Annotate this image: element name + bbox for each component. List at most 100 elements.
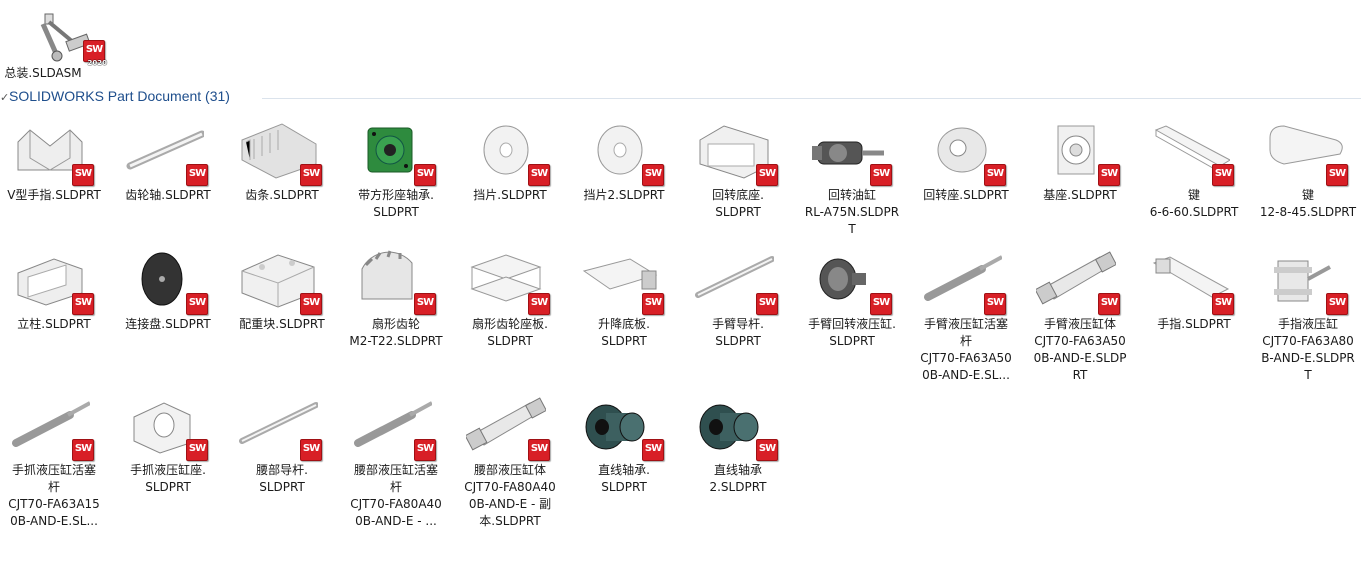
file-thumbnail: SW: [460, 245, 560, 315]
file-name: 直线轴承. SLDPRT: [598, 463, 650, 494]
solidworks-badge-icon: SW: [870, 164, 892, 186]
solidworks-badge-icon: SW: [642, 293, 664, 315]
gear-shaft-icon: [126, 130, 204, 170]
file-name: 挡片.SLDPRT: [473, 188, 547, 202]
file-name: 手抓液压缸活塞 杆 CJT70-FA63A15 0B-AND-E.SL...: [8, 463, 100, 528]
washer-icon: [483, 125, 529, 175]
file-name: 手抓液压缸座. SLDPRT: [130, 463, 206, 494]
file-thumbnail: SW: [118, 391, 218, 461]
v-finger-icon: [17, 129, 83, 171]
linear-bearing-icon: [699, 404, 759, 450]
solidworks-badge-icon: SW: [1326, 164, 1348, 186]
file-name: 手臂回转液压缸. SLDPRT: [808, 317, 896, 348]
file-thumbnail: SW: [574, 391, 674, 461]
file-thumbnail: SW: [688, 116, 788, 186]
solidworks-badge-icon: SW: [1098, 293, 1120, 315]
file-item[interactable]: SW 连接盘.SLDPRT: [111, 245, 225, 333]
solidworks-badge-icon: SW: [414, 439, 436, 461]
file-thumbnail: SW: [346, 116, 446, 186]
file-item[interactable]: SW 配重块.SLDPRT: [225, 245, 339, 333]
file-item[interactable]: SW 立柱.SLDPRT: [0, 245, 111, 333]
piston-rod-icon: [354, 401, 432, 447]
file-thumbnail: SW: [688, 245, 788, 315]
lift-plate-icon: [582, 258, 658, 290]
file-thumbnail: SW: [802, 116, 902, 186]
linear-bearing-icon: [585, 404, 645, 450]
cylinder-body-icon: [1036, 251, 1116, 305]
rotary-seat-icon: [937, 127, 987, 173]
file-name: 手指液压缸 CJT70-FA63A80 B-AND-E.SLDPR T: [1261, 317, 1355, 382]
file-name: 立柱.SLDPRT: [17, 317, 91, 331]
file-name: 总装.SLDASM: [4, 66, 82, 80]
file-thumbnail: SW: [916, 245, 1016, 315]
solidworks-badge-icon: SW: [300, 293, 322, 315]
file-name: 配重块.SLDPRT: [239, 317, 325, 331]
file-name: 手臂液压缸活塞 杆 CJT70-FA63A50 0B-AND-E.SL...: [920, 317, 1012, 382]
solidworks-badge-icon: SW: [1212, 293, 1234, 315]
solidworks-badge-icon: SW: [72, 293, 94, 315]
group-title: SOLIDWORKS Part Document (31): [9, 88, 230, 104]
solidworks-badge-icon: SW: [300, 439, 322, 461]
file-name: 腰部液压缸体 CJT70-FA80A40 0B-AND-E - 副 本.SLDP…: [464, 463, 556, 528]
square-bearing-icon: [367, 127, 413, 173]
file-name: 回转油缸 RL-A75N.SLDPR T: [804, 188, 900, 236]
group-header[interactable]: ✓ SOLIDWORKS Part Document (31): [0, 88, 1361, 108]
file-thumbnail: SW: [460, 391, 560, 461]
base-icon: [1057, 125, 1095, 175]
file-thumbnail: SW: [232, 245, 332, 315]
file-thumbnail: SW: [118, 116, 218, 186]
collapse-chevron-icon[interactable]: ✓: [0, 91, 10, 104]
rod-icon: [239, 402, 318, 444]
rotary-base-icon: [699, 125, 769, 179]
file-name: 连接盘.SLDPRT: [125, 317, 211, 331]
file-name: 回转座.SLDPRT: [923, 188, 1009, 202]
file-name: 手臂导杆. SLDPRT: [712, 317, 764, 348]
file-thumbnail: SW: [802, 245, 902, 315]
sector-gear-icon: [361, 250, 413, 300]
file-thumbnail: SW: [1258, 245, 1358, 315]
solidworks-badge-icon: SW: [186, 293, 208, 315]
washer-icon: [597, 125, 643, 175]
file-thumbnail: SW: [4, 245, 104, 315]
file-thumbnail: SW: [688, 391, 788, 461]
file-thumbnail: SW: [4, 391, 104, 461]
file-thumbnail: SW: [346, 391, 446, 461]
robot-arm-assembly-icon: [40, 13, 91, 62]
solidworks-badge-icon: SW: [414, 164, 436, 186]
solidworks-badge-icon: SW: [72, 439, 94, 461]
solidworks-badge-icon: SW: [186, 439, 208, 461]
key-block-icon: [1269, 125, 1343, 165]
file-thumbnail: SW: [1144, 245, 1244, 315]
file-thumbnail: SW: [232, 116, 332, 186]
